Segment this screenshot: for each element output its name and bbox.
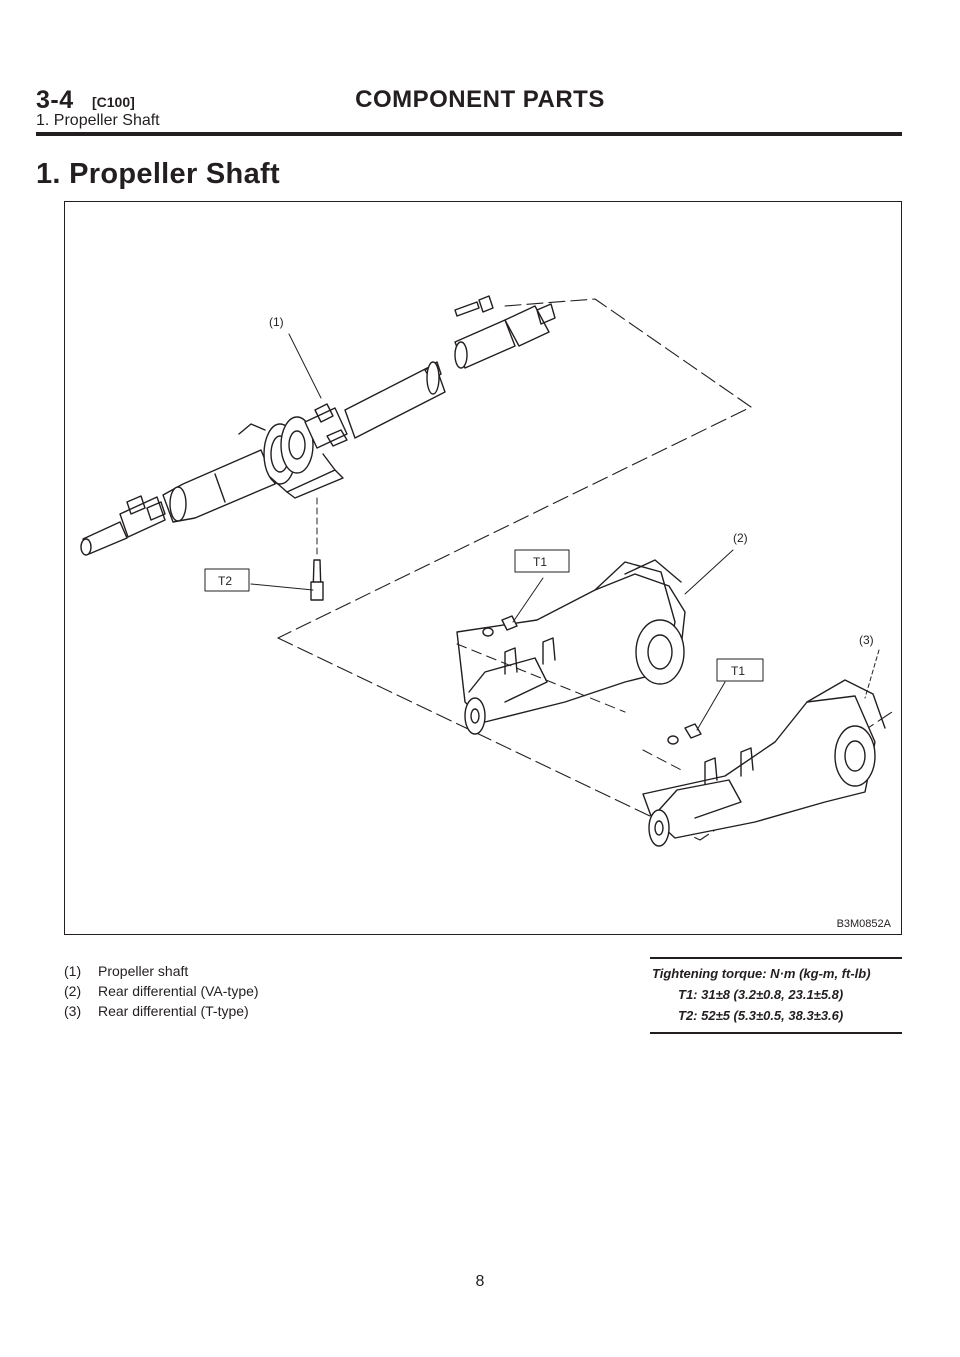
section-code: [C100] bbox=[92, 94, 135, 110]
callout-3: (3) bbox=[859, 633, 874, 647]
page-subtitle: 1. Propeller Shaft bbox=[36, 112, 160, 129]
legend-text: Rear differential (VA-type) bbox=[98, 983, 259, 999]
figure-id: B3M0852A bbox=[836, 918, 891, 930]
rear-differential-t-drawing bbox=[642, 649, 886, 847]
exploded-view-drawing: (1) (2) (3) T2 T1 T1 bbox=[80, 295, 896, 847]
page-title: COMPONENT PARTS bbox=[355, 86, 605, 113]
section-heading: 1. Propeller Shaft bbox=[36, 158, 280, 190]
torque-spec-box: Tightening torque: N·m (kg-m, ft-lb) T1:… bbox=[650, 957, 902, 1034]
t2-callout-box bbox=[204, 568, 250, 592]
t1-callout-box-lower bbox=[716, 658, 764, 682]
callout-2: (2) bbox=[733, 531, 748, 545]
exploded-view-figure: (1) (2) (3) T2 T1 T1 B3M0852A bbox=[64, 201, 902, 935]
callout-t1-upper: T1 bbox=[533, 555, 547, 569]
t1-callout-box-upper bbox=[514, 549, 570, 573]
callout-1: (1) bbox=[269, 315, 284, 329]
legend-item: (1) Propeller shaft bbox=[64, 961, 259, 981]
legend-text: Propeller shaft bbox=[98, 963, 189, 979]
header-rule bbox=[36, 132, 902, 136]
legend-number: (1) bbox=[64, 963, 82, 979]
section-number: 3-4 bbox=[36, 86, 74, 114]
legend-text: Rear differential (T-type) bbox=[98, 1003, 249, 1019]
callout-t1-lower: T1 bbox=[731, 664, 745, 678]
parts-legend: (1) Propeller shaft (2) Rear differential … bbox=[64, 961, 259, 1021]
page-number: 8 bbox=[475, 1273, 485, 1290]
propeller-shaft-drawing bbox=[80, 295, 556, 556]
torque-t1: T1: 31±8 (3.2±0.8, 23.1±5.8) bbox=[678, 987, 844, 1002]
torque-t2: T2: 52±5 (5.3±0.5, 38.3±3.6) bbox=[678, 1008, 844, 1023]
rear-differential-va-drawing bbox=[456, 549, 734, 735]
center-bearing-bolt bbox=[250, 497, 324, 601]
legend-number: (2) bbox=[64, 983, 82, 999]
callout-t2: T2 bbox=[218, 574, 232, 588]
torque-heading: Tightening torque: N·m (kg-m, ft-lb) bbox=[652, 966, 871, 981]
legend-number: (3) bbox=[64, 1003, 82, 1019]
legend-item: (3) Rear differential (T-type) bbox=[64, 1001, 259, 1021]
legend-item: (2) Rear differential (VA-type) bbox=[64, 981, 259, 1001]
